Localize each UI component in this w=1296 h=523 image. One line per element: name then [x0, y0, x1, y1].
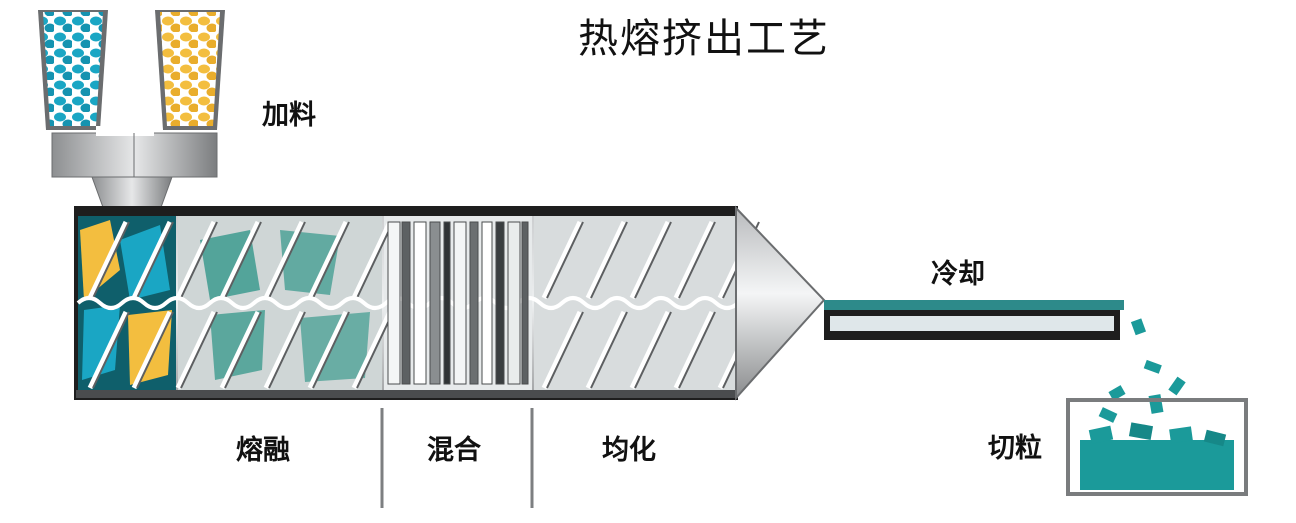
screw-flight	[351, 310, 393, 390]
screw-flight	[268, 311, 306, 389]
screw-flight	[673, 310, 715, 390]
mixing-bar	[401, 221, 411, 385]
screw-flight	[629, 310, 671, 390]
screw-flight	[263, 220, 305, 300]
diagram-title: 热熔挤出工艺	[578, 16, 830, 62]
hopper-blue	[38, 10, 108, 130]
screw-flight	[546, 311, 584, 389]
mixing-bar	[481, 221, 493, 385]
screw-flight	[356, 311, 394, 389]
hopper-yellow	[155, 10, 225, 130]
mixing-bar	[495, 221, 505, 385]
screw-flight	[307, 220, 349, 300]
mixing-bar	[387, 221, 401, 385]
screw-flight	[546, 221, 584, 299]
screw-flight	[180, 221, 218, 299]
die-cone	[735, 205, 826, 401]
screw-flight	[263, 310, 305, 390]
mixing-bar	[443, 221, 451, 385]
screw-flight	[92, 311, 130, 389]
screw-flight	[87, 220, 129, 300]
mixing-elements	[387, 221, 529, 385]
screw-flight	[219, 220, 261, 300]
screw-flight	[585, 220, 627, 300]
cooling-conveyor	[824, 300, 1124, 340]
screw-flight	[268, 221, 306, 299]
mixing-bar	[413, 221, 427, 385]
screw-flight	[541, 310, 583, 390]
screw-flight	[312, 221, 350, 299]
mixing-bar	[429, 221, 441, 385]
screw-flight	[351, 220, 393, 300]
screw-flight	[224, 221, 262, 299]
screw-flight	[131, 220, 173, 300]
label-feed: 加料	[262, 100, 316, 131]
screw-flight	[629, 220, 671, 300]
screw-flight	[92, 221, 130, 299]
label-homogenize: 均化	[602, 435, 656, 466]
screw-flight	[136, 311, 174, 389]
pellet-bin	[1066, 398, 1248, 496]
label-cut: 切粒	[988, 433, 1042, 464]
screw-flight	[590, 221, 628, 299]
screw-flight	[224, 311, 262, 389]
screw-flight	[678, 221, 716, 299]
screw-flight	[175, 220, 217, 300]
screw-flight	[634, 221, 672, 299]
label-melt: 熔融	[236, 435, 290, 466]
label-cool: 冷却	[931, 259, 985, 290]
screw-flight	[590, 311, 628, 389]
screw-flight	[541, 220, 583, 300]
screw-flight	[136, 221, 174, 299]
screw-flight	[219, 310, 261, 390]
mixing-bar	[521, 221, 529, 385]
screw-flight	[356, 221, 394, 299]
screw-flight	[585, 310, 627, 390]
screw-flight	[87, 310, 129, 390]
feed-block	[51, 126, 218, 211]
screw-flight	[634, 311, 672, 389]
screw-flight	[180, 311, 218, 389]
screw-flight	[673, 220, 715, 300]
screw-flight	[312, 311, 350, 389]
screw-flight	[307, 310, 349, 390]
screw-flight	[131, 310, 173, 390]
screw-flight	[175, 310, 217, 390]
mixing-bar	[453, 221, 467, 385]
mixing-bar	[469, 221, 479, 385]
mixing-bar	[507, 221, 521, 385]
label-mix: 混合	[427, 435, 481, 466]
screw-flight	[678, 311, 716, 389]
